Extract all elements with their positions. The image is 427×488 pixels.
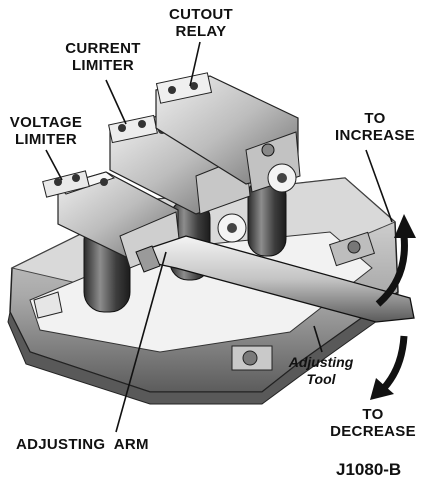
figure-code: J1080-B	[336, 460, 402, 479]
leader-adjusting-tool	[313, 325, 323, 353]
leader-cutout-relay	[189, 41, 201, 87]
adjusting-tool	[135, 235, 415, 323]
to-decrease-label: TO DECREASE	[324, 406, 422, 440]
voltage-limiter-label-line2: LIMITER	[14, 131, 78, 148]
current-limiter-label: CURRENT LIMITER	[58, 40, 148, 74]
leader-voltage-limiter	[45, 149, 63, 181]
to-increase-label: TO INCREASE	[328, 110, 422, 144]
leader-adjusting-arm	[115, 251, 167, 433]
leader-current-limiter	[105, 79, 127, 125]
to-decrease-label-line2: DECREASE	[330, 423, 416, 440]
current-limiter-label-line2: LIMITER	[71, 57, 135, 74]
current-limiter-label-line1: CURRENT	[65, 40, 141, 57]
voltage-limiter-unit	[42, 170, 247, 269]
leader-to-increase	[365, 149, 393, 223]
cutout-relay-label: CUTOUT RELAY	[168, 6, 234, 40]
to-decrease-label-line1: TO	[362, 406, 384, 423]
to-increase-label-line2: INCREASE	[335, 127, 415, 144]
cutout-relay-unit	[155, 72, 301, 193]
leader-lines	[45, 41, 393, 433]
voltage-limiter-label: VOLTAGE LIMITER	[4, 114, 88, 148]
adjusting-tool-label: Adjusting Tool	[282, 354, 360, 388]
cutout-relay-label-line1: CUTOUT	[168, 6, 234, 23]
decrease-arrow	[370, 335, 408, 400]
increase-arrow	[375, 214, 416, 307]
voltage-limiter-label-line1: VOLTAGE	[9, 114, 83, 131]
cutout-relay-label-line2: RELAY	[175, 23, 227, 40]
adjusting-arm-label: ADJUSTING ARM	[16, 436, 149, 453]
adjusting-tool-label-line1: Adjusting	[288, 354, 354, 370]
to-increase-label-line1: TO	[364, 110, 386, 127]
adjusting-tool-label-line2: Tool	[306, 371, 336, 387]
